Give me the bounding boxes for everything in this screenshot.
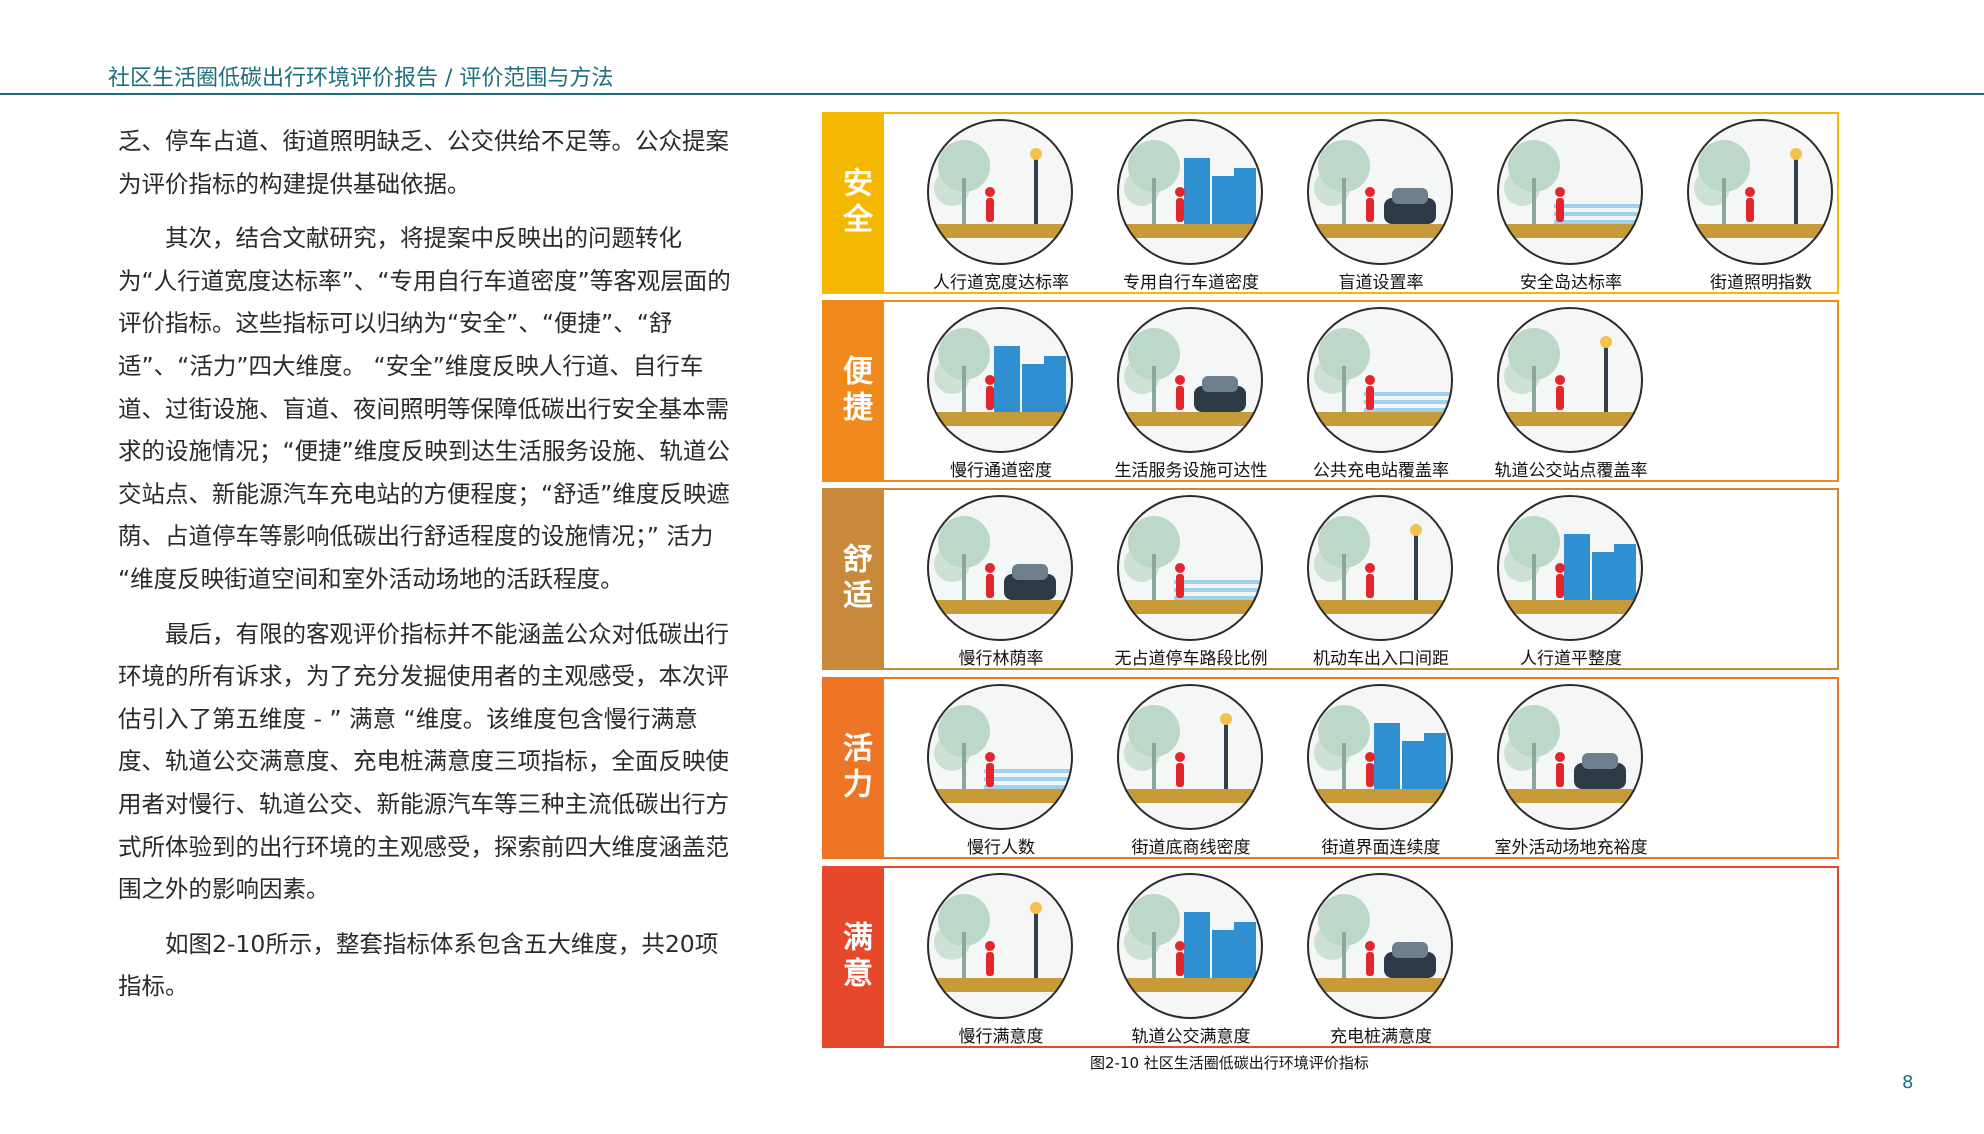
thumbs-up-walk-icon — [927, 873, 1073, 1019]
indicator-label: 慢行满意度 — [958, 1027, 1044, 1047]
page-number: 8 — [1902, 1072, 1914, 1093]
indicator-label: 轨道公交满意度 — [1131, 1027, 1251, 1047]
charging-station-icon — [1307, 307, 1453, 453]
indicator-item: 人行道平整度 — [1486, 494, 1656, 669]
dimension-label: 活力 — [824, 679, 884, 857]
indicator-item: 无占道停车路段比例 — [1106, 494, 1276, 669]
indicator-label: 盲道设置率 — [1338, 273, 1424, 293]
indicator-label: 机动车出入口间距 — [1313, 649, 1449, 669]
dimension-label-text: 便捷 — [837, 355, 872, 427]
indicator-label: 无占道停车路段比例 — [1114, 649, 1268, 669]
header-title: 社区生活圈低碳出行环境评价报告 / 评价范围与方法 — [108, 66, 614, 91]
sidewalk-flatness-icon — [1497, 495, 1643, 641]
header-divider — [0, 93, 1984, 95]
indicator-item: 安全岛达标率 — [1486, 118, 1656, 293]
indicator-item: 慢行通道密度 — [916, 306, 1086, 481]
indicator-label: 室外活动场地充裕度 — [1494, 838, 1648, 858]
indicator-label: 慢行人数 — [967, 838, 1035, 858]
body-text: 乏、停车占道、街道照明缺乏、公交供给不足等。公众提案为评价指标的构建提供基础依据… — [118, 120, 738, 1020]
indicator-item: 公共充电站覆盖率 — [1296, 306, 1466, 481]
slow-path-icon — [927, 307, 1073, 453]
indicator-label: 人行道宽度达标率 — [933, 273, 1069, 293]
paragraph-1: 乏、停车占道、街道照明缺乏、公交供给不足等。公众提案为评价指标的构建提供基础依据… — [118, 127, 729, 198]
vehicle-entrance-icon — [1307, 495, 1453, 641]
indicator-item: 轨道公交站点覆盖率 — [1486, 306, 1656, 481]
thumbs-up-charger-icon — [1307, 873, 1453, 1019]
indicator-label: 街道界面连续度 — [1321, 838, 1441, 858]
indicator-label: 街道底商线密度 — [1131, 838, 1251, 858]
indicator-item: 轨道公交满意度 — [1106, 872, 1276, 1047]
indicator-label: 公共充电站覆盖率 — [1313, 461, 1449, 481]
safety-island-icon — [1497, 119, 1643, 265]
bicycle-lane-icon — [1117, 119, 1263, 265]
indicator-item: 专用自行车道密度 — [1106, 118, 1276, 293]
thumbs-up-bus-icon — [1117, 873, 1263, 1019]
indicator-item: 充电桩满意度 — [1296, 872, 1466, 1047]
dimension-label-text: 满意 — [837, 921, 872, 993]
dimension-label-text: 舒适 — [837, 543, 872, 615]
dimension-label: 安全 — [824, 114, 884, 292]
indicator-item: 盲道设置率 — [1296, 118, 1466, 293]
indicator-label: 安全岛达标率 — [1520, 273, 1622, 293]
street-shop-icon — [1117, 684, 1263, 830]
dimension-label: 满意 — [824, 868, 884, 1046]
indicator-item: 室外活动场地充裕度 — [1486, 683, 1656, 858]
indicator-item: 人行道宽度达标率 — [916, 118, 1086, 293]
pedestrian-count-icon — [927, 684, 1073, 830]
indicator-label: 充电桩满意度 — [1330, 1027, 1432, 1047]
pedestrian-sidewalk-icon — [927, 119, 1073, 265]
transit-station-icon — [1497, 307, 1643, 453]
dimension-row: 舒适慢行林荫率 无占道停车路段比例 机动车出入口间距 人行道平整度 — [822, 488, 1839, 670]
indicator-item: 街道界面连续度 — [1296, 683, 1466, 858]
street-light-icon — [1687, 119, 1833, 265]
indicator-label: 慢行林荫率 — [958, 649, 1044, 669]
paragraph-3: 最后，有限的客观评价指标并不能涵盖公众对低碳出行环境的所有诉求，为了充分发掘使用… — [118, 619, 729, 904]
no-parking-icon — [1117, 495, 1263, 641]
service-facility-icon — [1117, 307, 1263, 453]
tree-shade-icon — [927, 495, 1073, 641]
indicator-label: 专用自行车道密度 — [1123, 273, 1259, 293]
dimension-label: 便捷 — [824, 302, 884, 480]
indicator-item: 生活服务设施可达性 — [1106, 306, 1276, 481]
indicator-item: 街道照明指数 — [1676, 118, 1846, 293]
paragraph-4: 如图2-10所示，整套指标体系包含五大维度，共20项指标。 — [118, 929, 719, 1001]
dimension-label-text: 安全 — [837, 167, 872, 239]
indicator-item: 机动车出入口间距 — [1296, 494, 1466, 669]
dimension-row: 便捷慢行通道密度 生活服务设施可达性 公共充电站覆盖率 轨道公交站点覆盖率 — [822, 300, 1839, 482]
dimension-label-text: 活力 — [837, 732, 872, 804]
indicator-label: 轨道公交站点覆盖率 — [1494, 461, 1648, 481]
indicator-label: 人行道平整度 — [1520, 649, 1622, 669]
indicator-item: 街道底商线密度 — [1106, 683, 1276, 858]
dimension-row: 满意慢行满意度 轨道公交满意度 充电桩满意度 — [822, 866, 1839, 1048]
figure-caption: 图2-10 社区生活圈低碳出行环境评价指标 — [1090, 1054, 1369, 1072]
dimension-row: 安全人行道宽度达标率 专用自行车道密度 盲道设置率 安全岛达标率 街道照明指数 — [822, 112, 1839, 294]
indicator-item: 慢行林荫率 — [916, 494, 1086, 669]
dimension-row: 活力慢行人数 街道底商线密度 街道界面连续度 室外活动场地充裕度 — [822, 677, 1839, 859]
indicator-label: 生活服务设施可达性 — [1114, 461, 1268, 481]
outdoor-activity-icon — [1497, 684, 1643, 830]
dimension-label: 舒适 — [824, 490, 884, 668]
blind-path-icon — [1307, 119, 1453, 265]
indicator-label: 慢行通道密度 — [950, 461, 1052, 481]
street-continuity-icon — [1307, 684, 1453, 830]
indicator-item: 慢行人数 — [916, 683, 1086, 858]
paragraph-2: 其次，结合文献研究，将提案中反映出的问题转化为“人行道宽度达标率”、“专用自行车… — [118, 224, 731, 593]
indicator-item: 慢行满意度 — [916, 872, 1086, 1047]
indicator-label: 街道照明指数 — [1710, 273, 1812, 293]
